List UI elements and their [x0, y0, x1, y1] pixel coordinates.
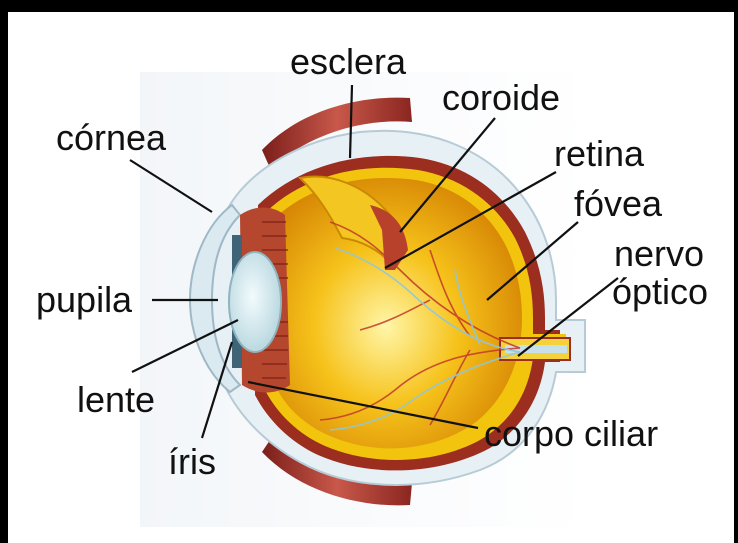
label-lente: lente: [77, 379, 155, 420]
label-corpo-ciliar: corpo ciliar: [484, 413, 658, 454]
label-pupila: pupila: [36, 279, 133, 320]
label-iris: íris: [168, 441, 216, 482]
label-fovea: fóvea: [574, 183, 663, 224]
label-coroide: coroide: [442, 77, 560, 118]
label-esclera: esclera: [290, 41, 407, 82]
label-nervo: nervo: [614, 233, 704, 274]
label-optico: óptico: [612, 271, 708, 312]
lens-shape: [229, 252, 281, 352]
vitreous-body: [275, 178, 522, 448]
label-retina: retina: [554, 133, 645, 174]
label-cornea: córnea: [56, 117, 167, 158]
